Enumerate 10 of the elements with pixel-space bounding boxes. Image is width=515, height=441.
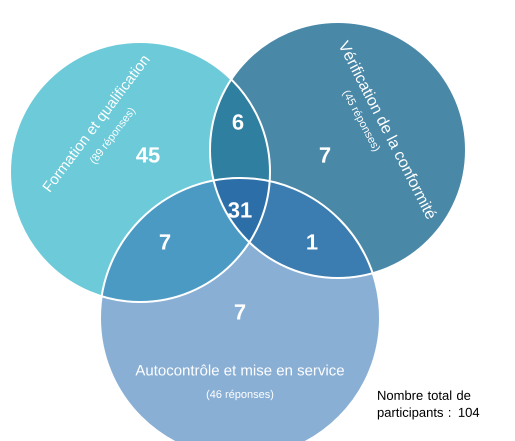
note: Nombre total de participants : 104: [378, 390, 480, 420]
region-count: 7: [320, 147, 330, 163]
region-count: 45: [136, 147, 160, 163]
region-count: 7: [160, 234, 170, 250]
circle-title: Autocontrôle et mise en service: [135, 364, 344, 376]
region-count: 6: [232, 114, 244, 130]
region-count: 7: [234, 304, 246, 320]
region-count: 31: [228, 202, 252, 218]
response-count: (46 réponses): [206, 390, 274, 400]
region-count: 1: [307, 234, 318, 250]
